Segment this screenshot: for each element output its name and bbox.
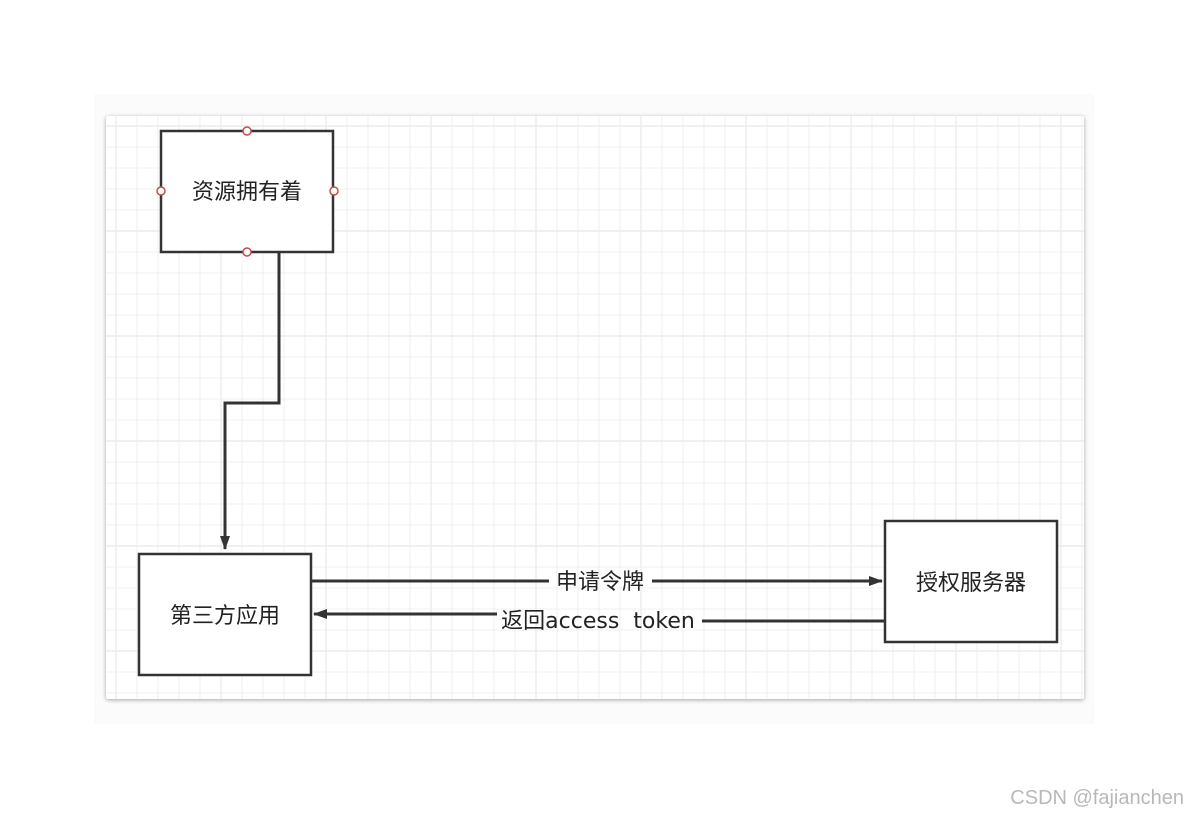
node-label-third-party-app: 第三方应用 — [170, 604, 280, 629]
resize-handle-right[interactable] — [329, 186, 339, 196]
node-label-auth-server: 授权服务器 — [916, 571, 1026, 596]
node-third-party-app[interactable]: 第三方应用 — [137, 552, 313, 677]
edge-owner-to-app[interactable] — [220, 253, 281, 550]
resize-handle-left[interactable] — [156, 186, 166, 196]
node-auth-server[interactable]: 授权服务器 — [883, 519, 1059, 644]
node-resource-owner[interactable]: 资源拥有着 — [156, 126, 339, 257]
watermark: CSDN @fajianchen — [1010, 787, 1184, 809]
edge-label-request-token: 申请令牌 — [556, 570, 644, 595]
resize-handle-bottom[interactable] — [242, 247, 252, 257]
edge-label-return-token: 返回access token — [501, 609, 695, 634]
resize-handle-top[interactable] — [242, 126, 252, 136]
node-label-resource-owner: 资源拥有着 — [192, 180, 302, 205]
